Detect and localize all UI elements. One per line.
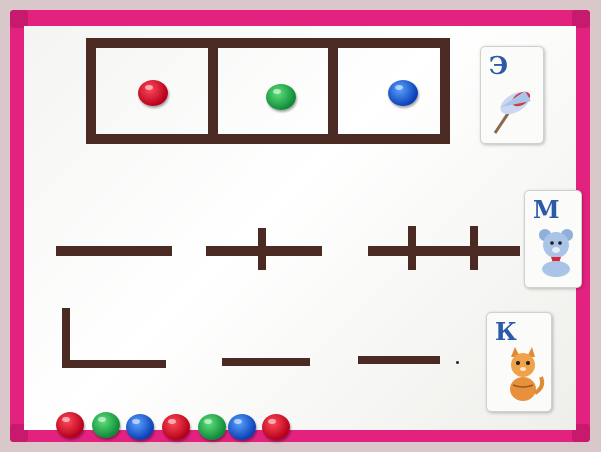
grid-top-strip [86,38,450,48]
grid-bottom-strip [86,134,450,144]
syllable-divider-strip [258,228,266,270]
syllable-divider-strip [470,226,478,270]
word-scheme-line [368,246,520,256]
syllable-divider-strip [408,226,416,270]
blue-magnet[interactable] [228,414,256,440]
sentence-word-line [222,358,310,366]
letter-card-e[interactable]: Э [480,46,544,144]
teddy-bear-icon [525,191,581,287]
green-magnet[interactable] [266,84,296,110]
red-magnet[interactable] [138,80,168,106]
sentence-word-line [358,356,440,364]
sentence-period [456,361,459,364]
word-scheme-line [56,246,172,256]
red-magnet[interactable] [262,414,290,440]
blue-magnet[interactable] [388,80,418,106]
letter-card-k[interactable]: К [486,312,552,412]
kitten-icon [487,313,551,411]
grid-right-strip [440,38,450,144]
grid-left-strip [86,38,96,144]
letter-card-m[interactable]: М [524,190,582,288]
red-magnet[interactable] [162,414,190,440]
blue-magnet[interactable] [126,414,154,440]
red-magnet[interactable] [56,412,84,438]
green-magnet[interactable] [92,412,120,438]
green-magnet[interactable] [198,414,226,440]
grid-divider-strip [208,38,218,144]
grid-divider-strip [328,38,338,144]
sentence-start-strip [62,308,70,368]
sentence-word-line [62,360,166,368]
ice-cream-icon [481,47,543,143]
